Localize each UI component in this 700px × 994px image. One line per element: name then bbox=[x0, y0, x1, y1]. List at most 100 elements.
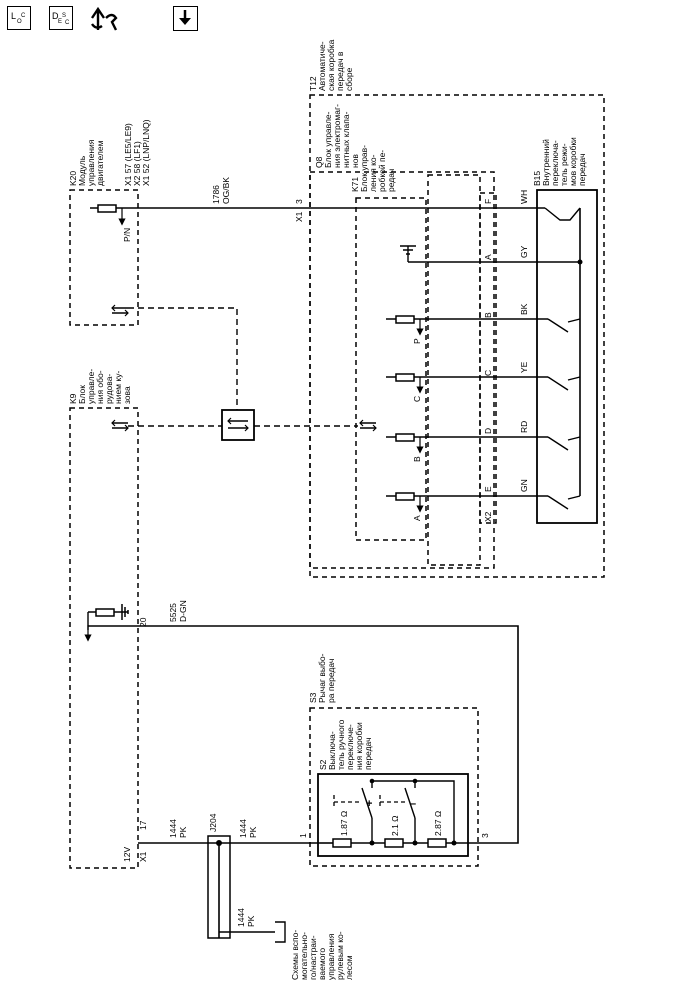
s2-line-1: Выключа- bbox=[327, 731, 337, 770]
desc-letter-s: S bbox=[62, 13, 66, 19]
s2-ref: S2 bbox=[318, 759, 328, 770]
steering-note-line-7: лесом bbox=[344, 955, 354, 980]
wire-1444-c-circuit: 1444 bbox=[236, 908, 246, 927]
switch-plus-mark: + bbox=[366, 798, 372, 810]
k71-input-a: A bbox=[386, 492, 548, 521]
toolbar: L O C D E S C bbox=[0, 0, 700, 40]
b15-line-4: мов коробки bbox=[568, 137, 578, 186]
k71-input-c-label: C bbox=[412, 396, 422, 402]
location-icon[interactable]: L O C bbox=[7, 6, 31, 30]
t12-line-4: сборе bbox=[344, 67, 354, 91]
k71-input-a-label: A bbox=[412, 515, 422, 521]
s3-shifter: S3 Рычаг выбо- ра передач 1 3 bbox=[298, 653, 490, 867]
k71-line-2: ления ко- bbox=[368, 154, 378, 192]
k71-input-b: B bbox=[386, 433, 548, 462]
s3-pin-1: 1 bbox=[298, 833, 308, 838]
k9-line-1: Блок bbox=[77, 385, 87, 404]
k71-ref: K71 bbox=[350, 177, 360, 192]
b15-line-3: тель режи- bbox=[559, 143, 569, 186]
k20-line-2: управления bbox=[86, 139, 96, 186]
resistor-3-value: 2.87 Ω bbox=[433, 811, 443, 836]
desc-letter-d: D bbox=[52, 11, 59, 21]
k9-line-6: зова bbox=[122, 386, 132, 404]
b15-internal-mode-switch: B15 Внутренний переключа- тель режи- мов… bbox=[519, 137, 598, 524]
t12-pin-3: 3 bbox=[294, 199, 304, 204]
k71-input-b-label: B bbox=[412, 456, 422, 462]
k9-line-3: ния обо- bbox=[95, 370, 105, 404]
k9-ref: K9 bbox=[68, 393, 78, 404]
resistor-2 bbox=[384, 838, 404, 848]
q8-line-3: нитных клапа- bbox=[341, 111, 351, 168]
wire-1444-b-circuit: 1444 bbox=[238, 819, 248, 838]
switch-minus-mark: – bbox=[410, 798, 416, 810]
steering-note-line-1: Схемы вспо- bbox=[290, 930, 300, 980]
b15-ref: B15 bbox=[532, 171, 542, 186]
wire-5525-circuit: 5525 bbox=[168, 603, 178, 622]
k20-module bbox=[69, 189, 139, 326]
wire-1786-color: OG/BK bbox=[221, 177, 231, 204]
k20-line-3: двигателем bbox=[95, 140, 105, 186]
b15-wire-bk: BK bbox=[519, 303, 529, 315]
k71-pin-b: B bbox=[483, 312, 493, 318]
t12-line-2: ская коробка bbox=[326, 39, 336, 91]
k71-line-4: редач bbox=[386, 169, 396, 192]
b15-wire-gn: GN bbox=[519, 479, 529, 492]
description-icon[interactable]: D E S C bbox=[49, 6, 73, 30]
s2-manual-shift-switch: S2 Выключа- тель ручного переключе- ния … bbox=[317, 719, 478, 857]
s3-ref: S3 bbox=[308, 692, 318, 703]
k71-input-p: P bbox=[386, 315, 548, 344]
resistor-2-value: 2.1 Ω bbox=[390, 815, 400, 836]
desc-letter-c: C bbox=[65, 20, 70, 26]
k9-line-4: рудова- bbox=[104, 374, 114, 404]
s3-line-2: ра передач bbox=[326, 659, 336, 703]
q8-line-2: ния электромаг- bbox=[332, 104, 342, 168]
loc-letter-l: L bbox=[11, 11, 16, 21]
splice-j204: J204 1444 PK bbox=[207, 813, 286, 943]
b15-line-1: Внутренний bbox=[541, 139, 551, 186]
b15-wire-gy: GY bbox=[519, 245, 529, 258]
k20-pin-58: X2 58 (LF1) bbox=[132, 141, 142, 186]
q8-line-1: Блок управле- bbox=[323, 111, 333, 168]
k71-x2-label: X2 bbox=[483, 511, 493, 522]
q8-ref: Q8 bbox=[314, 156, 324, 168]
steering-note-line-2: могательно- bbox=[299, 932, 309, 980]
k20-pn-label: P/N bbox=[122, 228, 132, 242]
b15-line-5: передач bbox=[577, 153, 587, 186]
resistor-3 bbox=[427, 838, 447, 848]
k9-pin-20: 20 bbox=[138, 617, 148, 627]
serial-data-gateway-icon bbox=[221, 409, 255, 441]
k71-pin-e: E bbox=[483, 486, 493, 492]
s3-line-1: Рычаг выбо- bbox=[317, 653, 327, 703]
resistor-1-value: 1.87 Ω bbox=[339, 811, 349, 836]
wire-1444-a-color: PK bbox=[178, 826, 188, 838]
serial-data-line-k20 bbox=[128, 307, 238, 410]
k71-tcm: K71 Блок управ- ления ко- робкой пе- ред… bbox=[350, 145, 580, 541]
t12-transmission: T12 Автоматиче- ская коробка передач в с… bbox=[308, 39, 605, 578]
k20-label: K20 Модуль управления двигателем X1 57 (… bbox=[68, 119, 151, 242]
loc-letter-c: C bbox=[21, 13, 26, 19]
k20-line-1: Модуль bbox=[77, 155, 87, 186]
connector-service-icon[interactable] bbox=[88, 4, 120, 34]
k71-pin-d: D bbox=[483, 428, 493, 434]
k9-12v-label: 12V bbox=[122, 847, 132, 862]
t12-line-1: Автоматиче- bbox=[317, 41, 327, 91]
k20-ref: K20 bbox=[68, 171, 78, 186]
wire-1444-c-color: PK bbox=[246, 915, 256, 927]
k9-line-2: управле- bbox=[86, 369, 96, 404]
download-icon[interactable] bbox=[173, 6, 198, 31]
t12-line-3: передач в bbox=[335, 51, 345, 91]
wire-1786-circuit: 1786 bbox=[211, 185, 221, 204]
wire-5525-color: D-GN bbox=[178, 600, 188, 622]
k20-pin-52: X1 52 (LNP/LNQ) bbox=[141, 119, 151, 186]
steering-note-line-5: управления bbox=[326, 933, 336, 980]
s2-line-3: переключе- bbox=[345, 724, 355, 770]
k9-pin-17: 17 bbox=[138, 820, 148, 830]
k71-input-p-label: P bbox=[412, 338, 422, 344]
k71-pin-c: C bbox=[483, 370, 493, 376]
steering-note-line-3: го/настраи- bbox=[308, 935, 318, 980]
k71-connector-x2: X2 F A B C D E bbox=[427, 174, 497, 566]
k71-input-c: C bbox=[386, 373, 548, 402]
k71-pin-a: A bbox=[483, 254, 493, 260]
k71-line-3: робкой пе- bbox=[377, 150, 387, 192]
